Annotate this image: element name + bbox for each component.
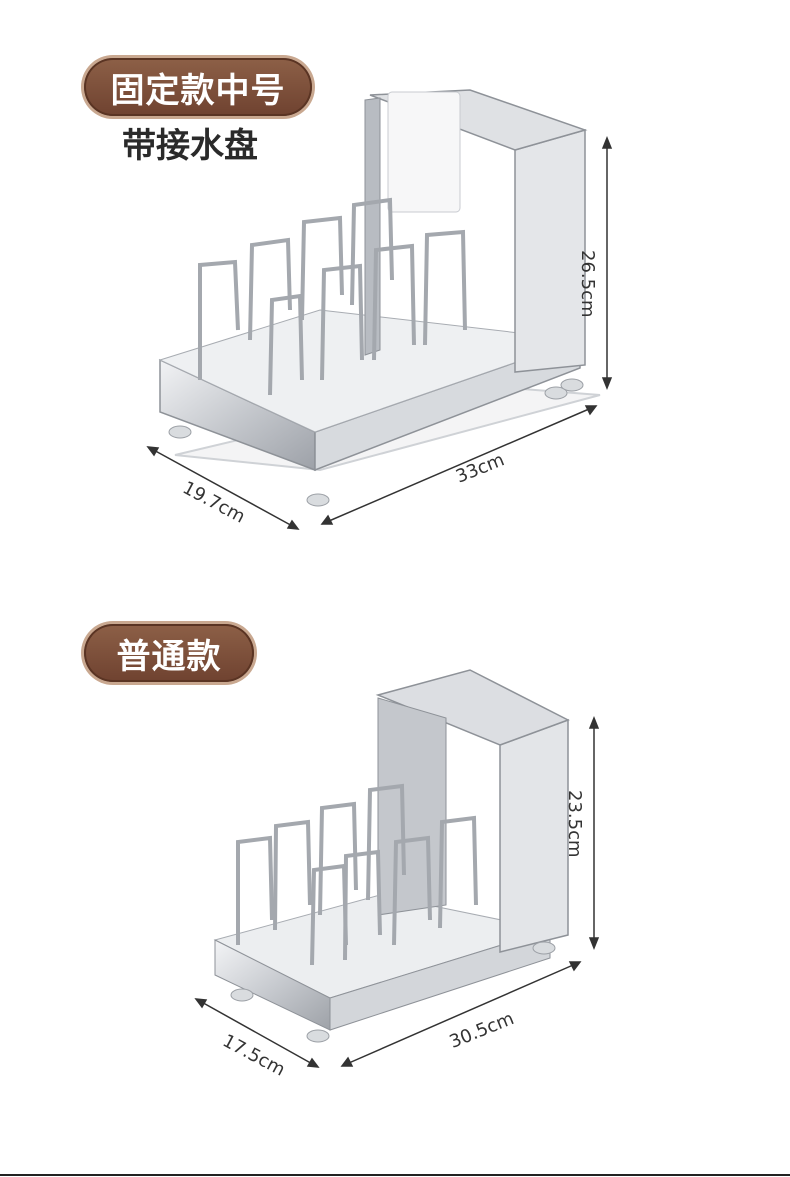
foot-1 xyxy=(168,425,192,439)
divider-2-1 xyxy=(236,835,274,945)
drip-tray-subtitle: 带接水盘 xyxy=(122,126,258,166)
dim-line-width-2 xyxy=(197,999,317,1067)
foot-2-2 xyxy=(306,1029,330,1043)
model-badge-fixed-medium: 固定款中号 xyxy=(84,58,312,116)
foot-4 xyxy=(560,378,584,392)
divider-2-8 xyxy=(438,815,478,929)
divider-7 xyxy=(372,243,416,361)
divider-2-7 xyxy=(392,835,432,946)
divider-8 xyxy=(423,229,467,346)
rack-illustration-fixed xyxy=(146,89,613,530)
bottom-divider xyxy=(0,1174,790,1176)
divider-2 xyxy=(248,237,292,341)
knife-block-side-2 xyxy=(377,697,447,916)
divider-2-3 xyxy=(318,801,358,916)
foot-2-1 xyxy=(230,988,254,1002)
knife-block-top-2 xyxy=(375,669,570,746)
divider-6 xyxy=(320,263,364,381)
divider-2-2 xyxy=(273,819,312,931)
height-label-standard: 23.5cm xyxy=(564,790,585,858)
dim-line-width-1 xyxy=(149,447,297,529)
dim-line-length-1 xyxy=(321,405,597,525)
base-side-panel-2 xyxy=(329,929,551,1031)
foot-3 xyxy=(544,386,568,400)
model-badge-standard: 普通款 xyxy=(84,624,254,682)
knife-block-front-2 xyxy=(499,718,569,953)
divider-1 xyxy=(198,259,240,380)
divider-2-4 xyxy=(366,783,406,901)
divider-2-6 xyxy=(343,849,382,961)
foot-2 xyxy=(306,493,330,507)
utensil-cup xyxy=(387,91,461,213)
dim-line-length-2 xyxy=(341,961,581,1067)
divider-4 xyxy=(350,197,394,306)
divider-5 xyxy=(268,293,304,396)
foot-2-3 xyxy=(532,941,556,955)
divider-3 xyxy=(300,215,344,321)
